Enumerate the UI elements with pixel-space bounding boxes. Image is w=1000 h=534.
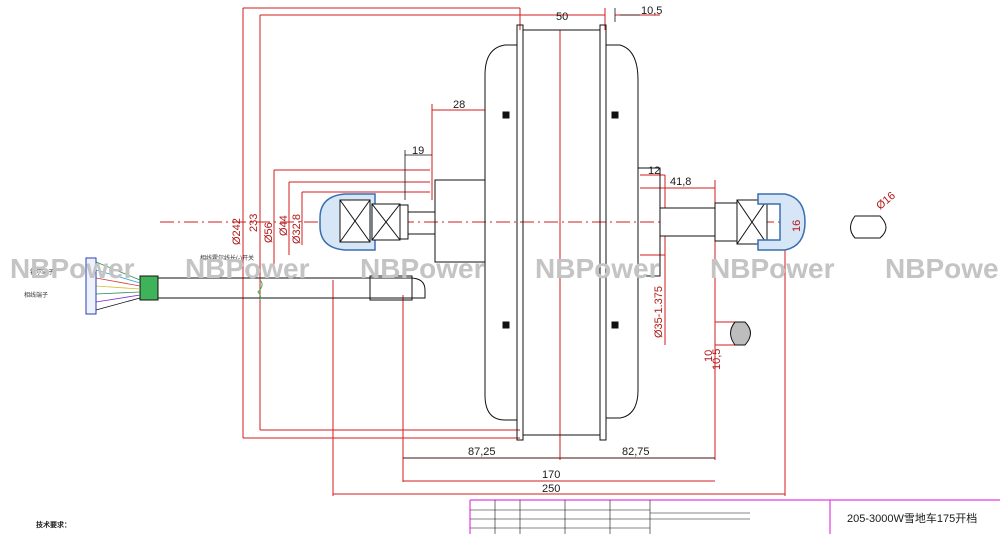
dim-left-87-25: 87,25 xyxy=(468,446,496,458)
cable xyxy=(139,275,426,301)
watermark: NBPower xyxy=(710,253,835,284)
dim-depth-19: 19 xyxy=(412,145,424,157)
dimension-frame-lines xyxy=(160,7,800,496)
dim-dia-242: Ø242 xyxy=(231,218,243,245)
technical-requirements-note: 技术要求： xyxy=(36,520,71,529)
dim-shaft-41-8: 41,8 xyxy=(670,176,691,188)
dim-flat-10: 10 xyxy=(703,350,715,362)
dim-dia-44: Ø44 xyxy=(278,215,290,236)
dim-width-50: 50 xyxy=(556,11,568,23)
title-block-model: 205-3000W雪地车175开档 xyxy=(847,511,977,525)
watermark: NBPower xyxy=(885,253,1000,284)
dim-flat-16: 16 xyxy=(791,220,803,232)
dim-dia-32-8: Ø32,8 xyxy=(291,214,303,244)
dim-depth-28: 28 xyxy=(453,99,465,111)
dim-dia-35-1375: Ø35-1.375 xyxy=(653,286,665,338)
left-bearing xyxy=(319,193,435,251)
hub-body xyxy=(434,24,661,441)
dim-flat-10-5: 10,5 xyxy=(711,349,723,370)
right-bearing xyxy=(659,193,806,251)
dim-dia-233: 233 xyxy=(248,214,260,232)
dimension-ticks xyxy=(403,8,715,459)
dim-total-170: 170 xyxy=(542,469,560,481)
hall-terminal-label: 霍尔端子 xyxy=(30,268,54,276)
dim-offset-12: 12 xyxy=(648,165,660,177)
shaft-section-flat xyxy=(850,215,887,239)
dim-total-250: 250 xyxy=(542,483,560,495)
dim-dia-56: Ø56 xyxy=(263,222,275,243)
dim-offset-10-5: 10,5 xyxy=(641,5,662,17)
connector-wires xyxy=(95,261,141,311)
phase-terminal-label: 相线端子 xyxy=(24,291,48,299)
watermark: NBPower xyxy=(535,253,660,284)
dim-right-82-75: 82,75 xyxy=(622,446,650,458)
shaft-section-keyway xyxy=(730,321,751,346)
watermark: NBPower xyxy=(185,253,310,284)
watermark: NBPower xyxy=(10,253,135,284)
title-block-grid xyxy=(470,500,750,534)
watermark: NBPower xyxy=(360,253,485,284)
title-block xyxy=(469,499,1000,534)
cable-note-label: 相线霍尔线长(-)开关 xyxy=(200,254,254,262)
dim-dia-16: Ø16 xyxy=(874,190,898,213)
hall-connector xyxy=(85,257,97,315)
